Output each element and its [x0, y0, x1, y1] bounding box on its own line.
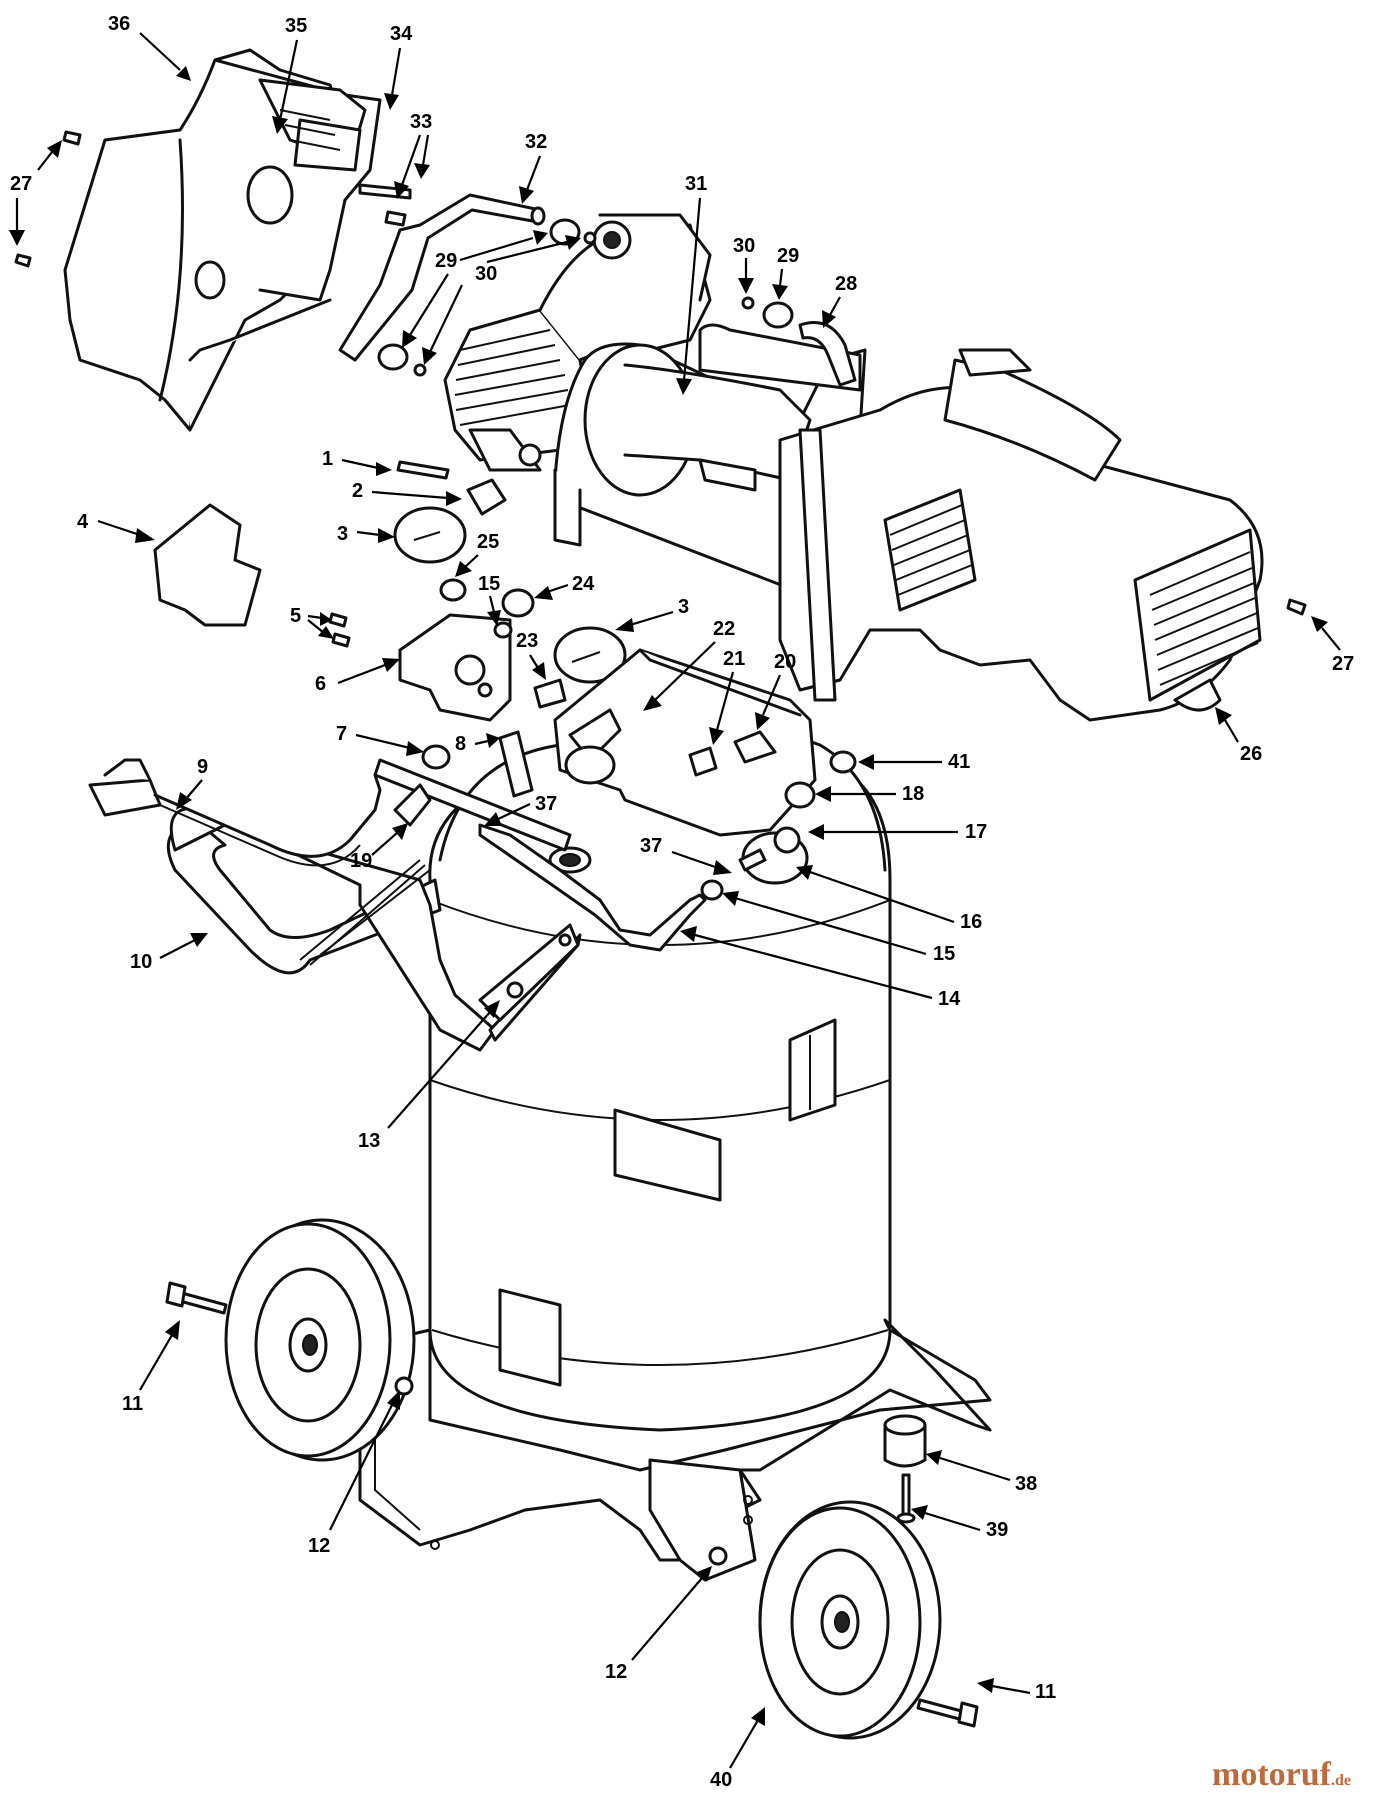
- callout-12: 12: [308, 1535, 330, 1557]
- belt-guard: [63, 48, 382, 432]
- bolt-1: [396, 460, 450, 480]
- watermark-logo: motoruf.de: [1212, 1756, 1351, 1794]
- nut-15-tank: [700, 879, 724, 901]
- callout-37: 37: [535, 793, 557, 815]
- callout-38: 38: [1015, 1473, 1037, 1495]
- callout-17: 17: [965, 821, 987, 843]
- callout-3: 3: [337, 523, 348, 545]
- callout-5: 5: [290, 605, 301, 627]
- callout-8: 8: [455, 733, 466, 755]
- callout-11: 11: [122, 1393, 143, 1415]
- callout-10: 10: [130, 951, 152, 973]
- callout-36: 36: [108, 13, 130, 35]
- base-frame: [358, 1318, 992, 1582]
- callout-20: 20: [774, 651, 796, 673]
- motor-shroud: [778, 348, 1264, 722]
- callout-40: 40: [710, 1769, 732, 1791]
- switch-20: [733, 730, 777, 764]
- callout-27: 27: [10, 173, 32, 195]
- vent-tube: [798, 321, 857, 387]
- guard-screw-right: [1286, 598, 1307, 616]
- callout-29: 29: [777, 245, 799, 267]
- callout-9: 9: [197, 756, 208, 778]
- callout-19: 19: [350, 850, 372, 872]
- fitting-18: [784, 781, 816, 809]
- frame-nut-right: [708, 1546, 728, 1566]
- callout-1: 1: [322, 448, 333, 470]
- callout-28: 28: [835, 273, 857, 295]
- callout-4: 4: [77, 511, 89, 533]
- callout-35: 35: [285, 15, 307, 37]
- callout-26: 26: [1240, 743, 1262, 765]
- callout-11: 11: [1035, 1681, 1056, 1703]
- frame-nut-left: [394, 1376, 414, 1396]
- ferrule-30-b: [413, 363, 427, 377]
- callout-3: 3: [678, 596, 689, 618]
- callout-41: 41: [948, 751, 970, 773]
- callout-33: 33: [410, 111, 432, 133]
- callout-25: 25: [477, 531, 499, 553]
- right-wheel: [758, 1500, 942, 1740]
- callout-16: 16: [960, 911, 982, 933]
- callout-31: 31: [685, 173, 707, 195]
- callout-2: 2: [352, 480, 363, 502]
- valve-19: [393, 783, 432, 827]
- callout-32: 32: [525, 131, 547, 153]
- left-wheel: [224, 1218, 416, 1462]
- callout-13: 13: [358, 1130, 380, 1152]
- nut-29-right: [762, 301, 794, 329]
- callout-6: 6: [315, 673, 326, 695]
- fitting-21: [688, 746, 718, 777]
- callout-15: 15: [933, 943, 955, 965]
- outlet-tube: [338, 193, 546, 362]
- callout-7: 7: [336, 723, 347, 745]
- callout-29: 29: [435, 250, 457, 272]
- axle-bolt-left: [165, 1281, 228, 1315]
- callout-23: 23: [516, 630, 538, 652]
- callout-22: 22: [713, 618, 735, 640]
- nut-7: [421, 744, 451, 770]
- callout-27: 27: [1332, 653, 1354, 675]
- callout-24: 24: [572, 573, 595, 595]
- power-cord: [88, 758, 382, 867]
- watermark-brand: motoruf: [1212, 1756, 1331, 1793]
- pump-head: [443, 213, 712, 472]
- callout-39: 39: [986, 1519, 1008, 1541]
- callout-30: 30: [733, 235, 755, 257]
- ferrule-30-a: [583, 231, 597, 245]
- nut-41: [829, 750, 857, 774]
- pipe-8: [498, 730, 534, 798]
- callout-21: 21: [723, 648, 745, 670]
- callout-12: 12: [605, 1661, 627, 1683]
- ferrule-30-c: [741, 296, 755, 310]
- callout-37: 37: [640, 835, 662, 857]
- clip-2: [466, 478, 507, 516]
- callout-18: 18: [902, 783, 924, 805]
- axle-bolt-right: [916, 1698, 979, 1728]
- handle: [166, 758, 582, 1052]
- callout-30: 30: [475, 263, 497, 285]
- nut-29-left: [377, 343, 409, 371]
- watermark-suffix: .de: [1330, 1772, 1351, 1789]
- callout-15: 15: [478, 573, 500, 595]
- bracket-4: [153, 503, 262, 627]
- fitting-23: [533, 678, 567, 709]
- callout-34: 34: [390, 23, 413, 45]
- callouts: 1 2 3 3 4 5 6 7 8 9 10 11: [9, 13, 1354, 1791]
- rubber-foot: [883, 1414, 927, 1468]
- discharge-tube-14: [478, 823, 707, 952]
- foot-bolt: [896, 1473, 916, 1524]
- callout-14: 14: [938, 988, 961, 1010]
